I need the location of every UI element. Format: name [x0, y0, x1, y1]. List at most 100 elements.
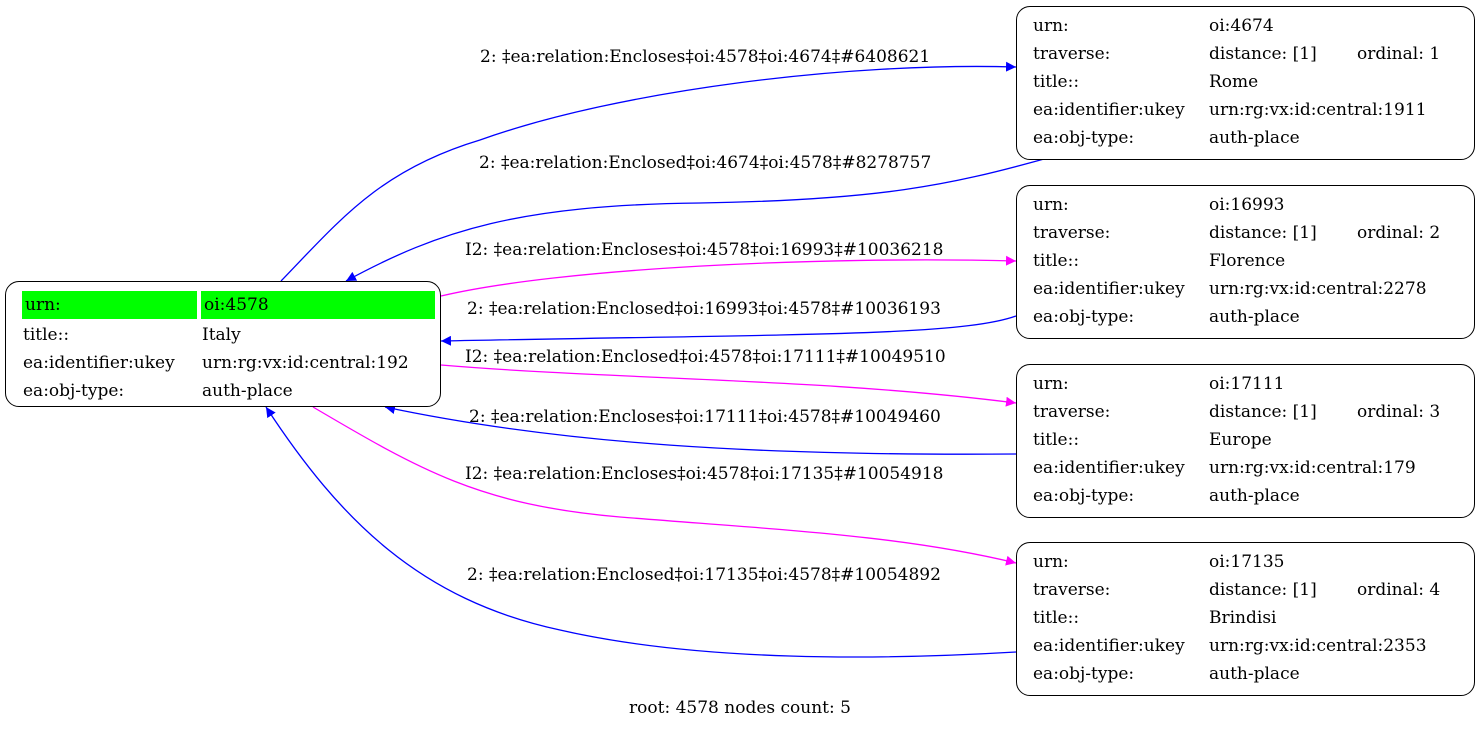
child-row-title: title::Brindisi — [1031, 604, 1467, 632]
child-row-obj-type: ea:obj-type: auth-place — [1031, 124, 1467, 152]
root-row-title: title:: Italy — [20, 321, 437, 349]
child-key-traverse: traverse: — [1033, 402, 1111, 422]
child-key-traverse: traverse: — [1033, 44, 1111, 64]
edge-1-label: 2: ‡ea:relation:Enclosed‡oi:4674‡oi:4578… — [479, 153, 931, 173]
child-value-ukey: urn:rg:vx:id:central:2278 — [1209, 279, 1427, 299]
child-key-urn: urn: — [1033, 195, 1069, 215]
child-value-title: Brindisi — [1209, 608, 1277, 628]
child-value-ordinal: ordinal: 1 — [1357, 44, 1441, 64]
child-value-obj-type: auth-place — [1209, 486, 1300, 506]
child-node-florence[interactable]: urn: oi:16993 traverse: distance: [1] ordin… — [1016, 185, 1475, 339]
child-row-traverse: traverse: distance: [1] ordinal: 4 — [1031, 576, 1467, 604]
child-value-distance: distance: [1] — [1209, 44, 1317, 64]
child-value-ordinal: ordinal: 3 — [1357, 402, 1441, 422]
child-key-ukey: ea:identifier:ukey — [1033, 279, 1185, 299]
root-row-ukey: ea:identifier:ukey urn:rg:vx:id:central:… — [20, 349, 437, 377]
child-key-traverse: traverse: — [1033, 223, 1111, 243]
child-row-traverse: traverse: distance: [1] ordinal: 2 — [1031, 219, 1467, 247]
root-row-urn: urn: oi:4578 — [20, 289, 437, 321]
edge-2-label: I2: ‡ea:relation:Encloses‡oi:4578‡oi:169… — [465, 240, 944, 260]
child-row-ukey: ea:identifier:ukey urn:rg:vx:id:central:2… — [1031, 275, 1467, 303]
child-key-title: title:: — [1033, 72, 1080, 92]
edge-0-label: 2: ‡ea:relation:Encloses‡oi:4578‡oi:4674… — [480, 47, 930, 67]
child-key-title: title:: — [1033, 251, 1080, 271]
child-key-ukey: ea:identifier:ukey — [1033, 458, 1185, 478]
child-node-europe[interactable]: urn: oi:17111 traverse: distance: [1] ordin… — [1016, 364, 1475, 518]
root-node-table: urn: oi:4578 title:: Italy ea:identifier… — [20, 289, 437, 405]
child-row-urn: urn:oi:17135 — [1031, 548, 1467, 576]
child-row-traverse: traverse: distance: [1] ordinal: 1 — [1031, 40, 1467, 68]
child-value-title: Rome — [1209, 72, 1259, 92]
edge-4-label: I2: ‡ea:relation:Enclosed‡oi:4578‡oi:171… — [465, 347, 946, 367]
edge-5-label: 2: ‡ea:relation:Encloses‡oi:17111‡oi:457… — [469, 407, 941, 427]
root-row-obj-type: ea:obj-type: auth-place — [20, 377, 437, 405]
child-row-urn: urn: oi:16993 — [1031, 191, 1467, 219]
edge-4-path — [440, 364, 1017, 407]
child-key-obj-type: ea:obj-type: — [1033, 128, 1135, 148]
child-key-traverse: traverse: — [1033, 580, 1111, 600]
child-key-obj-type: ea:obj-type: — [1033, 307, 1135, 327]
child-value-title: Florence — [1209, 251, 1286, 271]
child-value-ordinal: ordinal: 2 — [1357, 223, 1441, 243]
child-row-obj-type: ea:obj-type: auth-place — [1031, 303, 1467, 331]
child-key-urn: urn: — [1033, 374, 1069, 394]
edge-7-path — [265, 406, 1017, 658]
edge-3-label: 2: ‡ea:relation:Enclosed‡oi:16993‡oi:457… — [467, 299, 941, 319]
child-key-ukey: ea:identifier:ukey — [1033, 100, 1185, 120]
child-value-urn: oi:16993 — [1209, 195, 1285, 215]
root-key-ukey: ea:identifier:ukey — [23, 353, 175, 373]
child-row-obj-type: ea:obj-type: auth-place — [1031, 660, 1467, 688]
child-key-ukey: ea:identifier:ukey — [1033, 636, 1185, 656]
child-row-ukey: ea:identifier:ukey urn:rg:vx:id:central:1… — [1031, 96, 1467, 124]
child-value-title: Europe — [1209, 430, 1272, 450]
child-value-distance: distance: [1] — [1209, 580, 1317, 600]
child-node-table: urn: oi:17111 traverse: distance: [1] ordin… — [1031, 370, 1467, 510]
child-node-brindisi[interactable]: urn:oi:17135 traverse: distance: [1] ordin… — [1016, 542, 1475, 696]
child-node-table: urn:oi:17135 traverse: distance: [1] ordin… — [1031, 548, 1467, 688]
child-key-title: title:: — [1033, 430, 1080, 450]
child-value-distance: distance: [1] — [1209, 223, 1317, 243]
child-node-table: urn: oi:4674 traverse: distance: [1] ordina… — [1031, 12, 1467, 152]
edge-7-label: 2: ‡ea:relation:Enclosed‡oi:17135‡oi:457… — [467, 565, 941, 585]
child-row-title: title::Florence — [1031, 247, 1467, 275]
graph-footer: root: 4578 nodes count: 5 — [629, 698, 851, 718]
child-row-ukey: ea:identifier:ukey urn:rg:vx:id:central:1… — [1031, 454, 1467, 482]
child-row-obj-type: ea:obj-type: auth-place — [1031, 482, 1467, 510]
child-value-obj-type: auth-place — [1209, 128, 1300, 148]
child-value-obj-type: auth-place — [1209, 307, 1300, 327]
root-key-obj-type: ea:obj-type: — [23, 381, 125, 401]
child-value-urn: oi:4674 — [1209, 16, 1274, 36]
child-row-ukey: ea:identifier:ukey urn:rg:vx:id:central:2… — [1031, 632, 1467, 660]
edge-0-path — [280, 61, 1017, 282]
edge-1-path — [345, 158, 1045, 282]
root-key-title: title:: — [23, 325, 70, 345]
child-value-ukey: urn:rg:vx:id:central:1911 — [1209, 100, 1427, 120]
child-key-obj-type: ea:obj-type: — [1033, 486, 1135, 506]
child-value-distance: distance: [1] — [1209, 402, 1317, 422]
child-value-ukey: urn:rg:vx:id:central:2353 — [1209, 636, 1427, 656]
child-key-urn: urn: — [1033, 16, 1069, 36]
child-key-title: title:: — [1033, 608, 1080, 628]
child-value-urn: oi:17111 — [1209, 374, 1285, 394]
child-value-obj-type: auth-place — [1209, 664, 1300, 684]
root-value-title: Italy — [202, 325, 241, 345]
root-value-ukey: urn:rg:vx:id:central:192 — [202, 353, 409, 373]
child-value-urn: oi:17135 — [1209, 552, 1285, 572]
edge-3-path — [440, 315, 1017, 346]
child-node-rome[interactable]: urn: oi:4674 traverse: distance: [1] ordina… — [1016, 6, 1475, 160]
root-node-italy[interactable]: urn: oi:4578 title:: Italy ea:identifier… — [5, 281, 441, 407]
child-value-ordinal: ordinal: 4 — [1357, 580, 1441, 600]
edge-6-path — [312, 406, 1017, 566]
root-value-urn: oi:4578 — [199, 289, 437, 321]
child-value-ukey: urn:rg:vx:id:central:179 — [1209, 458, 1416, 478]
child-row-traverse: traverse: distance: [1] ordinal: 3 — [1031, 398, 1467, 426]
child-row-title: title::Rome — [1031, 68, 1467, 96]
root-key-urn: urn: — [20, 289, 199, 321]
edge-2-path — [440, 255, 1017, 297]
child-row-urn: urn: oi:17111 — [1031, 370, 1467, 398]
child-row-urn: urn: oi:4674 — [1031, 12, 1467, 40]
root-value-obj-type: auth-place — [202, 381, 293, 401]
child-key-obj-type: ea:obj-type: — [1033, 664, 1135, 684]
edge-6-label: I2: ‡ea:relation:Encloses‡oi:4578‡oi:171… — [465, 464, 944, 484]
